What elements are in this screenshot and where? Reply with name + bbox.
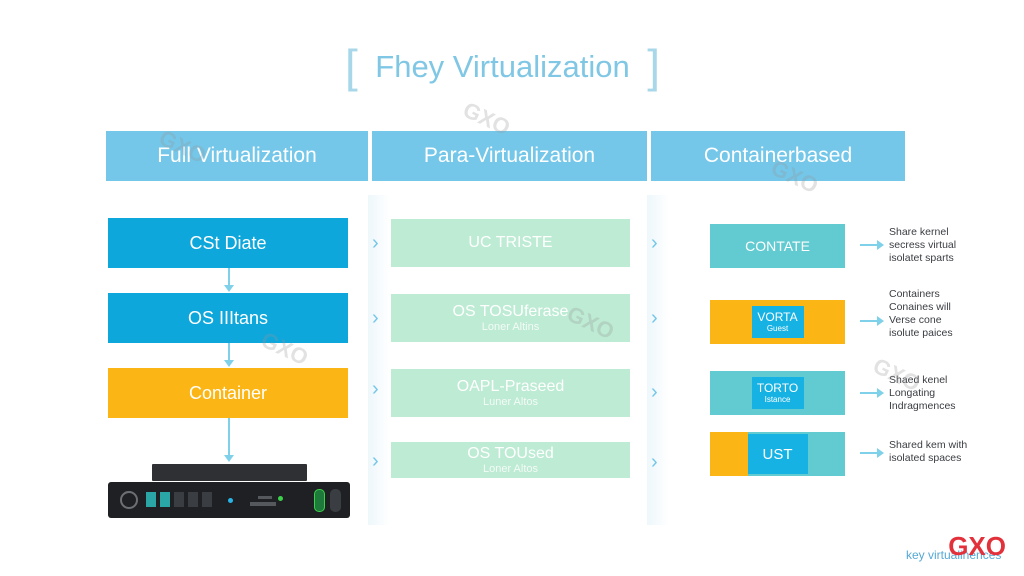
chevron-right-icon: › xyxy=(372,307,379,329)
inner-subtitle: Guest xyxy=(766,324,789,333)
full-virt-box-2: OS IIItans xyxy=(108,293,348,343)
inner-subtitle: Istance xyxy=(764,395,791,404)
column-divider xyxy=(368,195,390,525)
status-light-icon xyxy=(160,492,170,507)
status-light-icon xyxy=(202,492,212,507)
arrow-right-icon xyxy=(860,388,884,398)
brand-logo: GXO xyxy=(948,531,1006,561)
drive-slot-icon xyxy=(258,496,272,499)
chevron-right-icon: › xyxy=(651,307,658,329)
chevron-right-icon: › xyxy=(372,232,379,254)
ust-inner-box: UST xyxy=(747,434,808,474)
power-knob-icon xyxy=(120,491,138,509)
title-bracket-left: [ xyxy=(345,40,358,92)
status-light-icon xyxy=(188,492,198,507)
box-subtitle: Loner Altins xyxy=(481,320,540,333)
indicator-dot-icon xyxy=(228,498,233,503)
header-container-based: Containerbased xyxy=(651,131,905,181)
container-box-4: UST xyxy=(710,432,845,476)
flow-line xyxy=(228,343,230,361)
full-virt-box-container: Container xyxy=(108,368,348,418)
arrow-down-icon xyxy=(224,360,234,367)
note-3: Shaed kenel Longating Indragmences xyxy=(889,374,956,412)
hardware-server-icon xyxy=(108,482,350,518)
box-subtitle: Loner Altos xyxy=(482,462,539,475)
guest-inner-box: VORTA Guest xyxy=(751,306,804,338)
arrow-down-icon xyxy=(224,285,234,292)
status-light-icon xyxy=(146,492,156,507)
footer-caption: key virtualinences xyxy=(906,548,1002,562)
chevron-right-icon: › xyxy=(372,378,379,400)
note-4: Shared kem with isolated spaces xyxy=(889,439,968,464)
column-divider xyxy=(647,195,669,525)
box-title: OS TOSUferase xyxy=(452,302,569,320)
title-bracket-right: ] xyxy=(647,40,660,92)
indicator-dot-icon xyxy=(278,496,283,501)
diagram-title: [ Fhey Virtualization ] xyxy=(345,40,660,92)
chevron-right-icon: › xyxy=(372,450,379,472)
inner-title: VORTA xyxy=(757,310,798,324)
container-box-3: TORTO Istance xyxy=(710,371,845,415)
para-virt-box-2: OS TOSUferase Loner Altins xyxy=(391,294,630,342)
status-light-icon xyxy=(174,492,184,507)
chevron-right-icon: › xyxy=(651,451,658,473)
flow-line xyxy=(228,268,230,286)
box-title: UC TRISTE xyxy=(468,234,553,251)
para-virt-box-1: UC TRISTE xyxy=(391,219,630,267)
inner-title: TORTO xyxy=(756,381,799,395)
flow-line xyxy=(228,418,230,456)
box-title: OS TOUsed xyxy=(467,444,554,462)
chevron-right-icon: › xyxy=(651,232,658,254)
container-box-1: CONTATE xyxy=(710,224,845,268)
arrow-right-icon xyxy=(860,316,884,326)
hardware-top-plate xyxy=(152,464,307,481)
note-1: Share kernel secress virtual isolatet sp… xyxy=(889,226,957,264)
arrow-right-icon xyxy=(860,240,884,250)
switch-icon xyxy=(330,489,341,512)
title-text: Fhey Virtualization xyxy=(375,49,630,84)
arrow-right-icon xyxy=(860,448,884,458)
chevron-right-icon: › xyxy=(651,381,658,403)
box-title: OAPL-Praseed xyxy=(456,377,565,395)
box-subtitle: Luner Altos xyxy=(482,395,539,408)
header-para-virtualization: Para-Virtualization xyxy=(372,131,647,181)
box-label: CONTATE xyxy=(745,238,810,254)
para-virt-box-4: OS TOUsed Loner Altos xyxy=(391,442,630,478)
inner-title: UST xyxy=(762,445,793,463)
drive-slot-icon xyxy=(250,502,276,506)
header-full-virtualization: Full Virtualization xyxy=(106,131,368,181)
arrow-down-icon xyxy=(224,455,234,462)
para-virt-box-3: OAPL-Praseed Luner Altos xyxy=(391,369,630,417)
full-virt-box-1: CSt Diate xyxy=(108,218,348,268)
note-2: Containers Conaines will Verse cone isol… xyxy=(889,288,953,339)
container-box-2: VORTA Guest xyxy=(710,300,845,344)
instance-inner-box: TORTO Istance xyxy=(751,377,804,409)
power-switch-icon xyxy=(314,489,325,512)
